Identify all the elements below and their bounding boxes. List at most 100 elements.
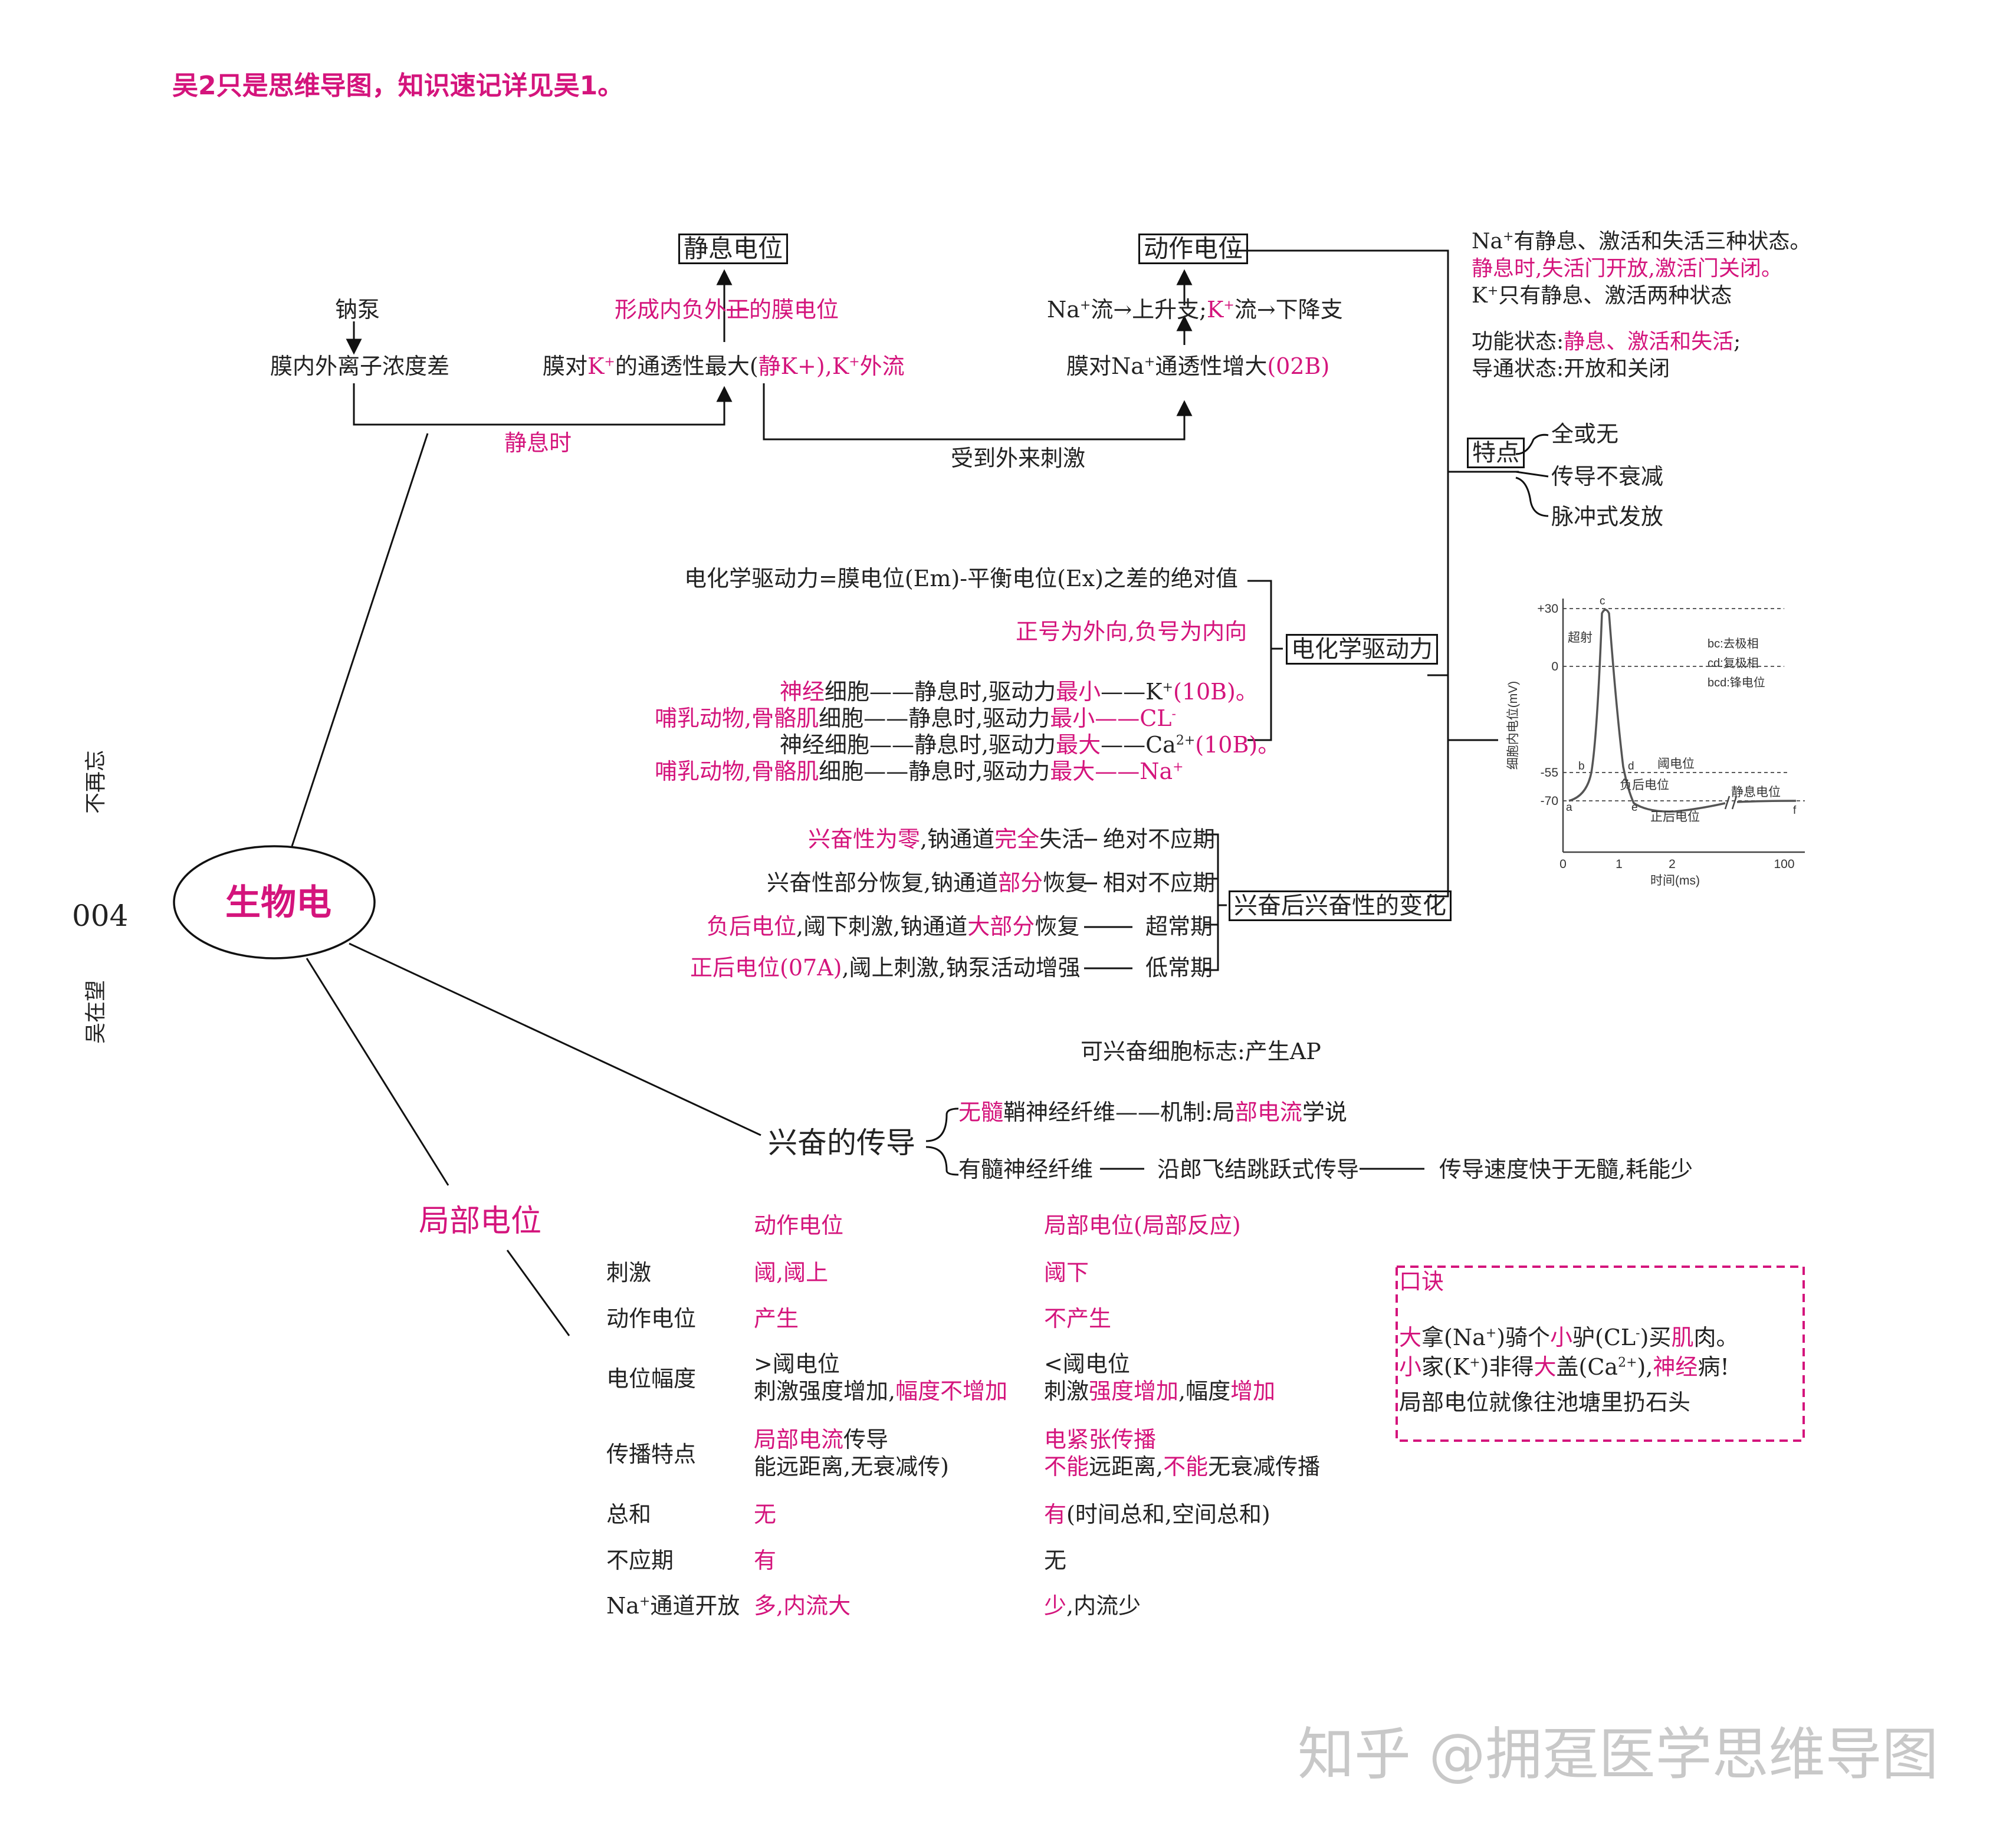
excit-r2-d: 恢复 — [1043, 870, 1088, 896]
y-axis-label: 细胞内电位(mV) — [1506, 681, 1520, 770]
na-ch-c: 通道开放 — [650, 1593, 740, 1619]
sodium-pump: 钠泵 — [335, 297, 380, 323]
mn1-a: 大 — [1399, 1324, 1422, 1350]
conduction-title: 兴奋的传导 — [768, 1126, 915, 1160]
ec-r4-e: + — [1173, 760, 1184, 775]
perm-k2-sup: + — [849, 354, 860, 370]
excit-r1-c: 完全 — [994, 826, 1040, 852]
na-ch-a2: ,内流 — [776, 1593, 829, 1619]
conduction-speed: 传导速度快于无髓,耗能少 — [1439, 1156, 1693, 1182]
na-ch-b1: 少 — [1044, 1593, 1067, 1619]
na-states-1: Na+有静息、激活和失活三种状态。 — [1472, 229, 1811, 255]
resting-polarity-pre: 形成内负外 — [615, 297, 727, 323]
annotation-neg-after: 负后电位 — [1620, 778, 1669, 792]
ec-r1-d: ——K — [1101, 679, 1163, 705]
row-refractory-a: 有 — [754, 1547, 777, 1573]
ec-r2-d: ——CL — [1095, 705, 1172, 731]
annotation-resting: 静息电位 — [1731, 785, 1781, 799]
ec-r2-a: 哺乳动物,骨骼肌 — [655, 705, 819, 731]
resting-polarity: 形成内负外正的膜电位 — [615, 296, 839, 323]
mn2-h: ), — [1637, 1354, 1653, 1380]
na-states-1b: + — [1502, 229, 1514, 244]
ec-r2-b: 细胞——静息时,驱动力 — [819, 705, 1050, 731]
sum-b1: 有 — [1044, 1501, 1067, 1527]
unmyelinated-e: 学说 — [1302, 1099, 1347, 1125]
row-amplitude-a2: 刺激强度增加,幅度不增加 — [754, 1378, 1007, 1405]
header-note: 吴2只是思维导图，知识速记详见吴1。 — [172, 71, 624, 101]
local-potential-title: 局部电位 — [419, 1204, 542, 1239]
ec-r1-b: 细胞——静息时,驱动力 — [825, 679, 1056, 705]
row-stimulus-a: 阈,阈上 — [754, 1260, 829, 1286]
row-summation-label: 总和 — [606, 1501, 652, 1527]
na-ch-b2: ,内流少 — [1066, 1593, 1141, 1619]
prop-b2c: 不能 — [1163, 1454, 1209, 1480]
unmyelinated-b: 鞘神经纤维—— — [1003, 1099, 1161, 1125]
ec-r2-c: 最小 — [1050, 705, 1095, 731]
ec-r1-a: 神经 — [780, 679, 825, 705]
ec-row-4: 哺乳动物,骨骼肌细胞——静息时,驱动力最大——Na+ — [655, 758, 1184, 785]
ec-r1-e: + — [1162, 680, 1173, 695]
saltatory-conduction: 沿郎飞结跳跃式传导 — [1157, 1156, 1360, 1182]
amp-b2c: 幅度 — [1186, 1378, 1231, 1404]
axis-break-1 — [1724, 796, 1731, 810]
perm-k-sup: + — [604, 354, 615, 370]
ec-r3-f: (10B)。 — [1195, 732, 1280, 758]
annotation-overshoot: 超射 — [1568, 631, 1593, 645]
row-ap-b: 不产生 — [1044, 1306, 1112, 1332]
amp-b2d: 增加 — [1230, 1378, 1276, 1404]
na-states-1c: 有静息、激活和失活三种状态。 — [1513, 229, 1811, 254]
feature-all-or-none: 全或无 — [1551, 421, 1619, 447]
k-sup: + — [1223, 298, 1234, 313]
external-stimulus: 受到外来刺激 — [951, 445, 1086, 471]
row-summation-b: 有(时间总和,空间总和) — [1044, 1501, 1270, 1528]
resting-polarity-em: 正 — [727, 297, 750, 323]
watermark: 知乎 @拥趸医学思维导图 — [1298, 1721, 1939, 1787]
na-ch-a: Na — [606, 1593, 639, 1619]
action-perm-c: 通透性增大 — [1155, 353, 1268, 379]
excit-row-3: 负后电位,阈下刺激,钠通道大部分恢复 — [707, 913, 1079, 940]
feature-pulsed: 脉冲式发放 — [1551, 504, 1664, 530]
axis-break-2 — [1731, 796, 1738, 810]
mn2-d: )非得 — [1480, 1354, 1534, 1380]
relative-refractory: 相对不应期 — [1103, 870, 1216, 896]
prop-b2a: 不能 — [1044, 1454, 1089, 1480]
ec-r3-c: 最大 — [1056, 732, 1101, 758]
x-tick-label: 1 — [1616, 857, 1623, 871]
excit-r1-a: 兴奋性为零 — [808, 826, 921, 852]
mn2-b: 家(K — [1421, 1354, 1470, 1380]
mn2-e: 大 — [1534, 1354, 1557, 1380]
na-states-2: 静息时,失活门开放,激活门关闭。 — [1472, 257, 1782, 281]
legend-item: bc:去极相 — [1708, 637, 1759, 650]
row-ap-a: 产生 — [754, 1306, 799, 1332]
mn1-b: 拿(Na — [1421, 1324, 1486, 1350]
unmyelinated-d: 部电流 — [1234, 1099, 1302, 1125]
feature-no-decrement: 传导不衰减 — [1551, 464, 1664, 489]
excit-r4-b: ,阈上刺激,钠泵活动增强 — [842, 955, 1081, 981]
na-states-4c: ; — [1733, 330, 1741, 354]
y-tick-label: +30 — [1537, 602, 1558, 616]
na-states-3c: 只有静息、激活两种状态 — [1498, 284, 1732, 308]
na-states-3b: + — [1487, 284, 1499, 298]
na-sup: + — [1079, 298, 1091, 313]
page-number: 004 — [72, 899, 129, 933]
mnemonic-line-2: 小家(K+)非得大盖(Ca2+),神经病! — [1399, 1353, 1729, 1381]
excitability-title: 兴奋后兴奋性的变化 — [1229, 890, 1452, 921]
amp-a2a: 刺激强度增加, — [754, 1378, 896, 1404]
row-amplitude-label: 电位幅度 — [606, 1366, 697, 1392]
resting-polarity-post: 的膜电位 — [749, 297, 839, 323]
annotation-threshold: 阈电位 — [1657, 757, 1695, 771]
excit-r3-b: ,阈下刺激,钠通道 — [796, 913, 968, 939]
unmyelinated-c: 机制:局 — [1160, 1099, 1235, 1125]
ec-sign: 正号为外向,负号为内向 — [1016, 619, 1247, 645]
col-action-potential: 动作电位 — [754, 1212, 844, 1238]
excit-r3-d: 恢复 — [1035, 913, 1080, 939]
prop-b2d: 无衰减传播 — [1208, 1454, 1321, 1480]
x-tick-label: 100 — [1774, 857, 1794, 871]
rising-phase: 流→上升支; — [1091, 297, 1207, 323]
supranormal-period: 超常期 — [1145, 913, 1213, 939]
excit-r3-c: 大部分 — [967, 913, 1035, 939]
row-ap-label: 动作电位 — [606, 1306, 697, 1332]
action-perm-sup: + — [1144, 354, 1155, 370]
subnormal-period: 低常期 — [1145, 955, 1213, 981]
